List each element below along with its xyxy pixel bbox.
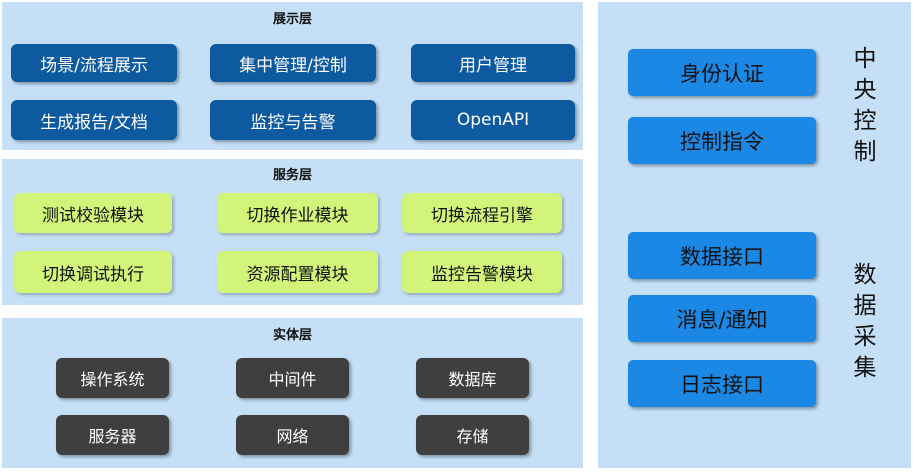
- entity-item-storage: 存储: [416, 415, 529, 455]
- entity-layer-title: 实体层: [272, 328, 312, 343]
- service-item-test-validation: 测试校验模块: [14, 193, 172, 233]
- data-collection-label: 数 据 采 集: [848, 260, 882, 384]
- data-collection-char-4: 集: [853, 355, 877, 381]
- service-layer-title: 服务层: [272, 168, 312, 183]
- service-item-switch-operation: 切换作业模块: [217, 193, 378, 233]
- service-item-switch-flow-engine: 切换流程引擎: [402, 193, 562, 233]
- central-control-char-3: 控: [853, 108, 877, 134]
- central-control-char-2: 央: [853, 77, 877, 103]
- service-item-monitoring-alert-module: 监控告警模块: [402, 251, 562, 293]
- entity-item-network: 网络: [236, 415, 349, 455]
- service-layer-panel: 服务层 测试校验模块 切换作业模块 切换流程引擎 切换调试执行 资源配置模块 监…: [2, 159, 583, 305]
- entity-item-database: 数据库: [416, 358, 529, 398]
- side-item-message-notification: 消息/通知: [628, 295, 816, 342]
- data-collection-char-1: 数: [853, 262, 877, 288]
- service-item-switch-debug-execution: 切换调试执行: [14, 251, 172, 293]
- presentation-item-user-management: 用户管理: [411, 44, 575, 82]
- presentation-item-central-management: 集中管理/控制: [210, 44, 376, 82]
- presentation-item-monitoring-alerts: 监控与告警: [210, 100, 376, 140]
- entity-item-middleware: 中间件: [236, 358, 349, 398]
- presentation-item-scene-flow: 场景/流程展示: [11, 44, 177, 82]
- side-item-data-interface: 数据接口: [628, 232, 816, 279]
- service-item-resource-configuration: 资源配置模块: [217, 251, 378, 293]
- presentation-item-openapi: OpenAPI: [411, 100, 575, 140]
- side-panel: 身份认证 控制指令 中 央 控 制 数据接口 消息/通知 日志接口 数 据 采 …: [598, 2, 911, 468]
- side-item-log-interface: 日志接口: [628, 360, 816, 407]
- central-control-char-1: 中: [853, 46, 877, 72]
- central-control-char-4: 制: [853, 139, 877, 165]
- presentation-item-report-generation: 生成报告/文档: [11, 100, 177, 140]
- presentation-layer-title: 展示层: [272, 12, 312, 27]
- entity-item-server: 服务器: [56, 415, 169, 455]
- side-item-control-command: 控制指令: [628, 117, 816, 164]
- data-collection-char-2: 据: [853, 293, 877, 319]
- data-collection-char-3: 采: [853, 324, 877, 350]
- side-item-identity-authentication: 身份认证: [628, 49, 816, 96]
- central-control-label: 中 央 控 制: [848, 44, 882, 168]
- entity-item-operating-system: 操作系统: [56, 358, 169, 398]
- presentation-layer-panel: 展示层 场景/流程展示 集中管理/控制 用户管理 生成报告/文档 监控与告警 O…: [2, 2, 583, 150]
- entity-layer-panel: 实体层 操作系统 中间件 数据库 服务器 网络 存储: [2, 318, 583, 468]
